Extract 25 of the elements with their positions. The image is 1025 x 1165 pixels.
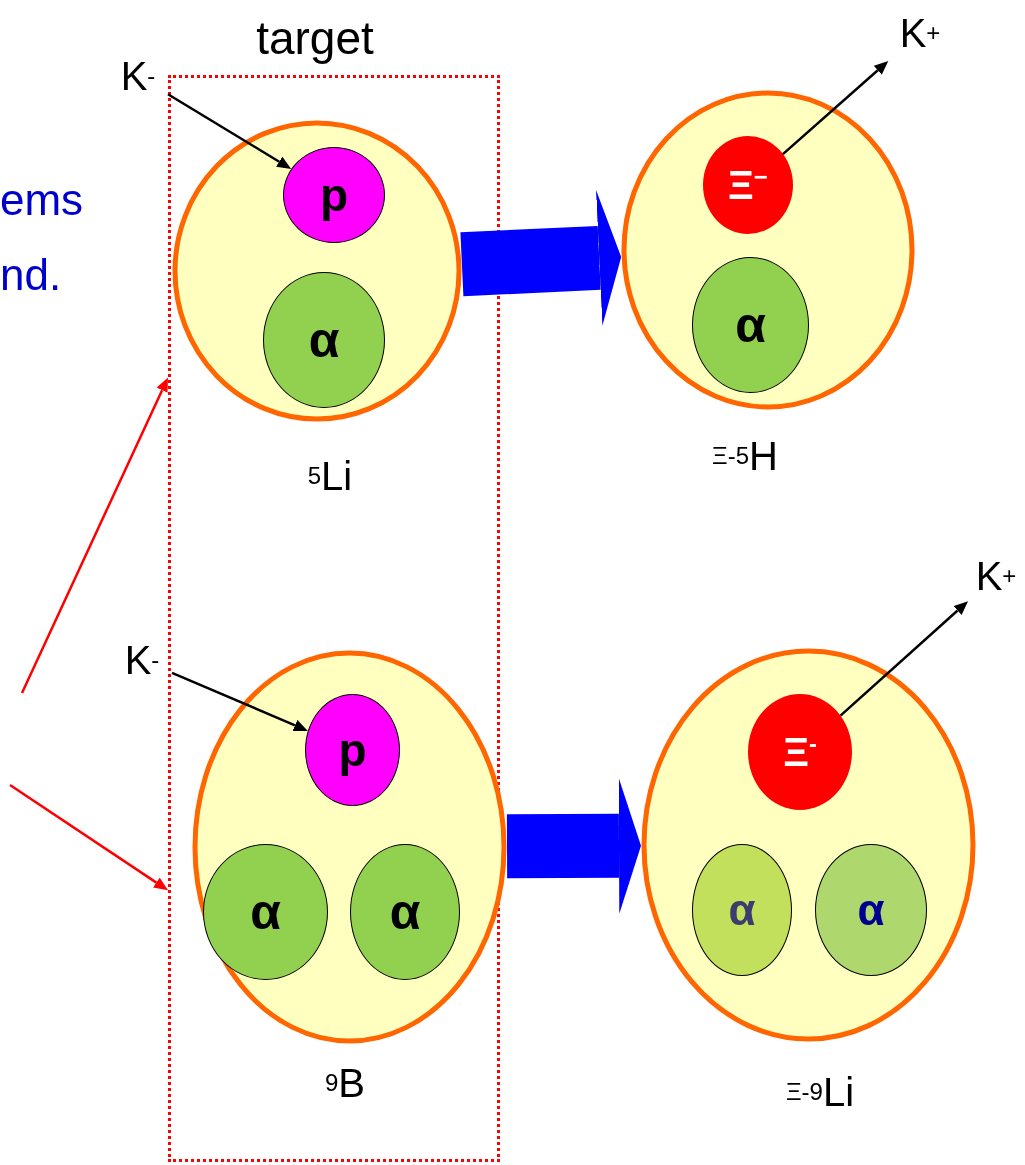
- particle-label: K$^{-}$: [108, 48, 168, 104]
- block-arrow: [460, 189, 622, 326]
- particle-symbol: α: [857, 888, 885, 932]
- particle-label: K$^{+}$: [885, 5, 955, 61]
- particle-symbol: α: [735, 300, 766, 350]
- arrow: [20, 377, 168, 694]
- particle-symbol: α: [728, 888, 756, 932]
- particle-symbol: α: [389, 887, 421, 937]
- nucleus-label: $^{9}$B: [323, 1060, 366, 1107]
- text-fragment: nd.: [0, 249, 62, 301]
- arrow: [167, 93, 292, 169]
- arrow: [171, 671, 308, 731]
- particle-label: K$^{+}$: [968, 548, 1024, 604]
- frame-title: target: [255, 11, 375, 66]
- particle-label: K$^{-}$: [112, 632, 172, 688]
- nucleus-label: $^{5}$Li: [306, 453, 354, 500]
- text-fragment: ems: [0, 174, 84, 226]
- particle-symbol: Ξ$^{−}$: [728, 164, 768, 206]
- arrow: [9, 783, 169, 891]
- particle-symbol: α: [250, 887, 281, 937]
- block-arrow: [506, 777, 641, 914]
- particle-symbol: α: [308, 315, 340, 365]
- arrow: [839, 601, 968, 717]
- particle-symbol: Ξ$^{-}$: [783, 731, 817, 773]
- arrow: [782, 61, 889, 156]
